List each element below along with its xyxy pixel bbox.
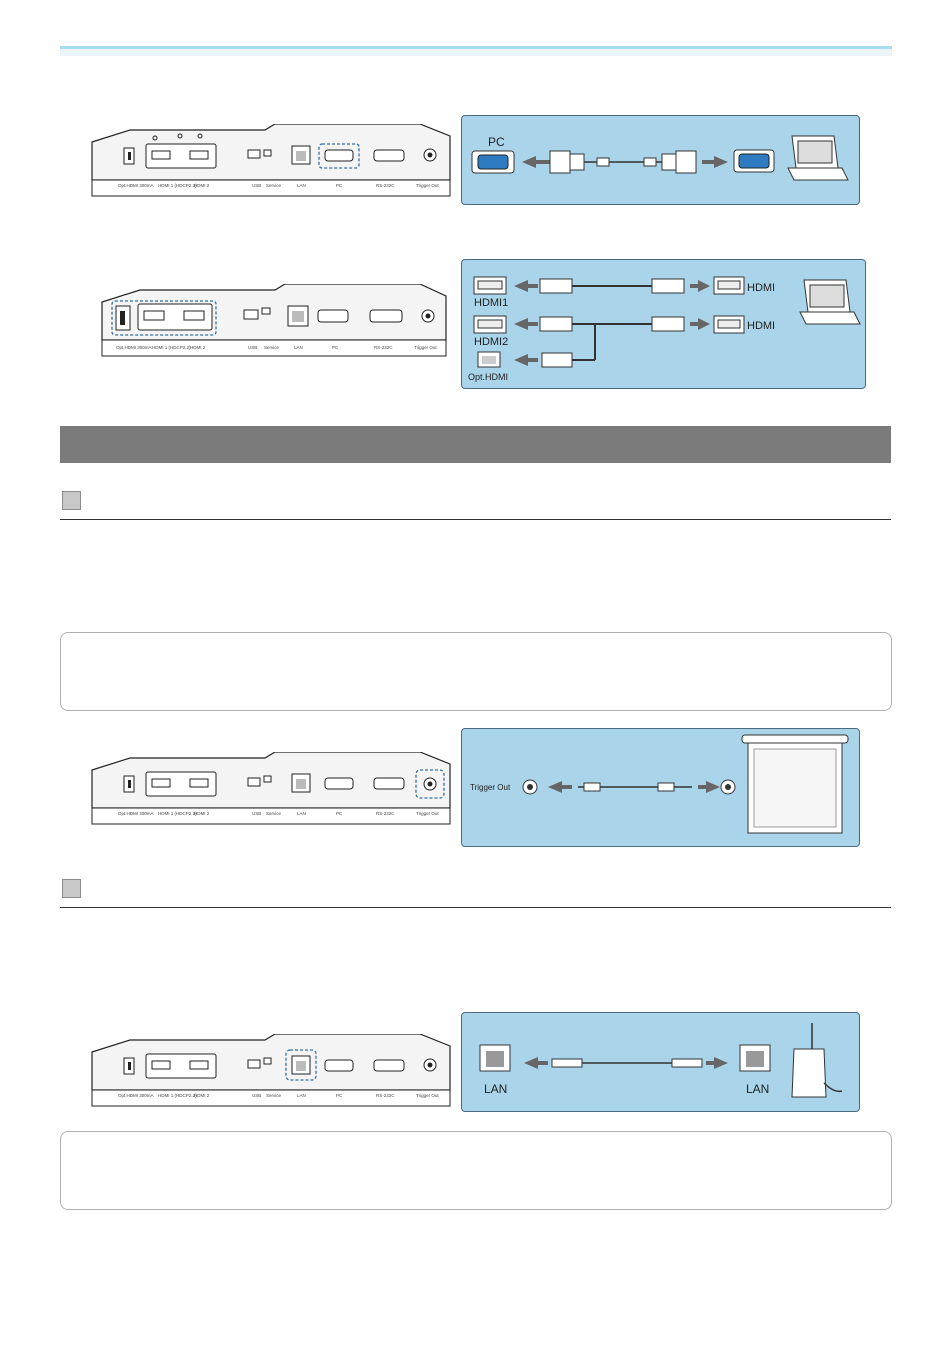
diagram-lan-connection: LAN LAN [461,1012,860,1112]
panel-label: Service [264,345,280,350]
note-box [60,632,892,711]
trigger-out-label: Trigger Out [470,783,511,792]
subheading-marker [62,879,81,898]
projector-panel-hdmi: Opt.HDMI 300mA HDMI 1 (HDCP2.2) HDMI 2 U… [80,284,450,358]
panel-label: HDMI 2 [194,183,210,188]
panel-label: HDMI 2 [194,1093,210,1098]
panel-label: Trigger Out [416,811,439,816]
projector-panel-trigger: Opt.HDMI 300mA HDMI 1 (HDCP2.2) HDMI 2 U… [90,752,452,826]
panel-label: Service [266,1093,282,1098]
panel-label: Service [266,811,282,816]
subheading-rule [60,907,891,908]
diagram-pc-connection: PC [461,115,860,205]
panel-label: Trigger Out [416,1093,439,1098]
panel-label: USB [252,183,261,188]
panel-label: HDMI 2 [194,811,210,816]
pc-label: PC [488,135,505,149]
panel-label: HDMI 1 (HDCP2.2) [158,183,197,188]
hdmi2-label: HDMI2 [474,336,508,348]
panel-label: LAN [297,811,306,816]
panel-label: HDMI 1 (HDCP2.2) [158,1093,197,1098]
panel-label: USB [252,811,261,816]
panel-label: USB [252,1093,261,1098]
panel-label: LAN [297,1093,306,1098]
panel-label: RS-232C [374,345,393,350]
diagram-trigger-connection: Trigger Out [461,728,860,847]
lan-left-label: LAN [484,1082,507,1096]
subheading-rule [60,519,891,520]
panel-label: Opt.HDMI 300mA [116,345,152,350]
panel-label: Opt.HDMI 300mA [118,183,154,188]
panel-label: PC [336,1093,343,1098]
panel-label: Opt.HDMI 300mA [118,811,154,816]
subheading-marker [62,491,81,510]
hdmi-dest-1: HDMI [747,282,775,294]
panel-label: RS-232C [376,183,395,188]
projector-panel-pc: Opt.HDMI 300mA HDMI 1 (HDCP2.2) HDMI 2 U… [90,124,452,198]
panel-label: LAN [297,183,306,188]
panel-label: HDMI 1 (HDCP2.2) [152,345,191,350]
header-accent-shadow [60,49,892,56]
panel-label: RS-232C [376,811,395,816]
lan-right-label: LAN [746,1082,769,1096]
section-heading-bar [60,426,891,463]
panel-label: Trigger Out [416,183,439,188]
opt-hdmi-label: Opt.HDMI [468,372,508,382]
note-box [60,1131,892,1210]
panel-label: LAN [294,345,303,350]
hdmi1-label: HDMI1 [474,297,508,309]
header-accent-bar [60,46,892,49]
panel-label: PC [336,811,343,816]
hdmi-dest-2: HDMI [747,320,775,332]
projector-panel-lan: Opt.HDMI 300mA HDMI 1 (HDCP2.2) HDMI 2 U… [90,1034,452,1108]
panel-label: USB [248,345,257,350]
panel-label: PC [336,183,343,188]
panel-label: RS-232C [376,1093,395,1098]
panel-label: Service [266,183,282,188]
panel-label: HDMI 1 (HDCP2.2) [158,811,197,816]
panel-label: Opt.HDMI 300mA [118,1093,154,1098]
panel-label: HDMI 2 [190,345,206,350]
diagram-hdmi-connection: HDMI1 HDMI2 Opt.HDMI HDMI HDMI [461,259,866,389]
panel-label: Trigger Out [414,345,437,350]
panel-label: PC [332,345,339,350]
